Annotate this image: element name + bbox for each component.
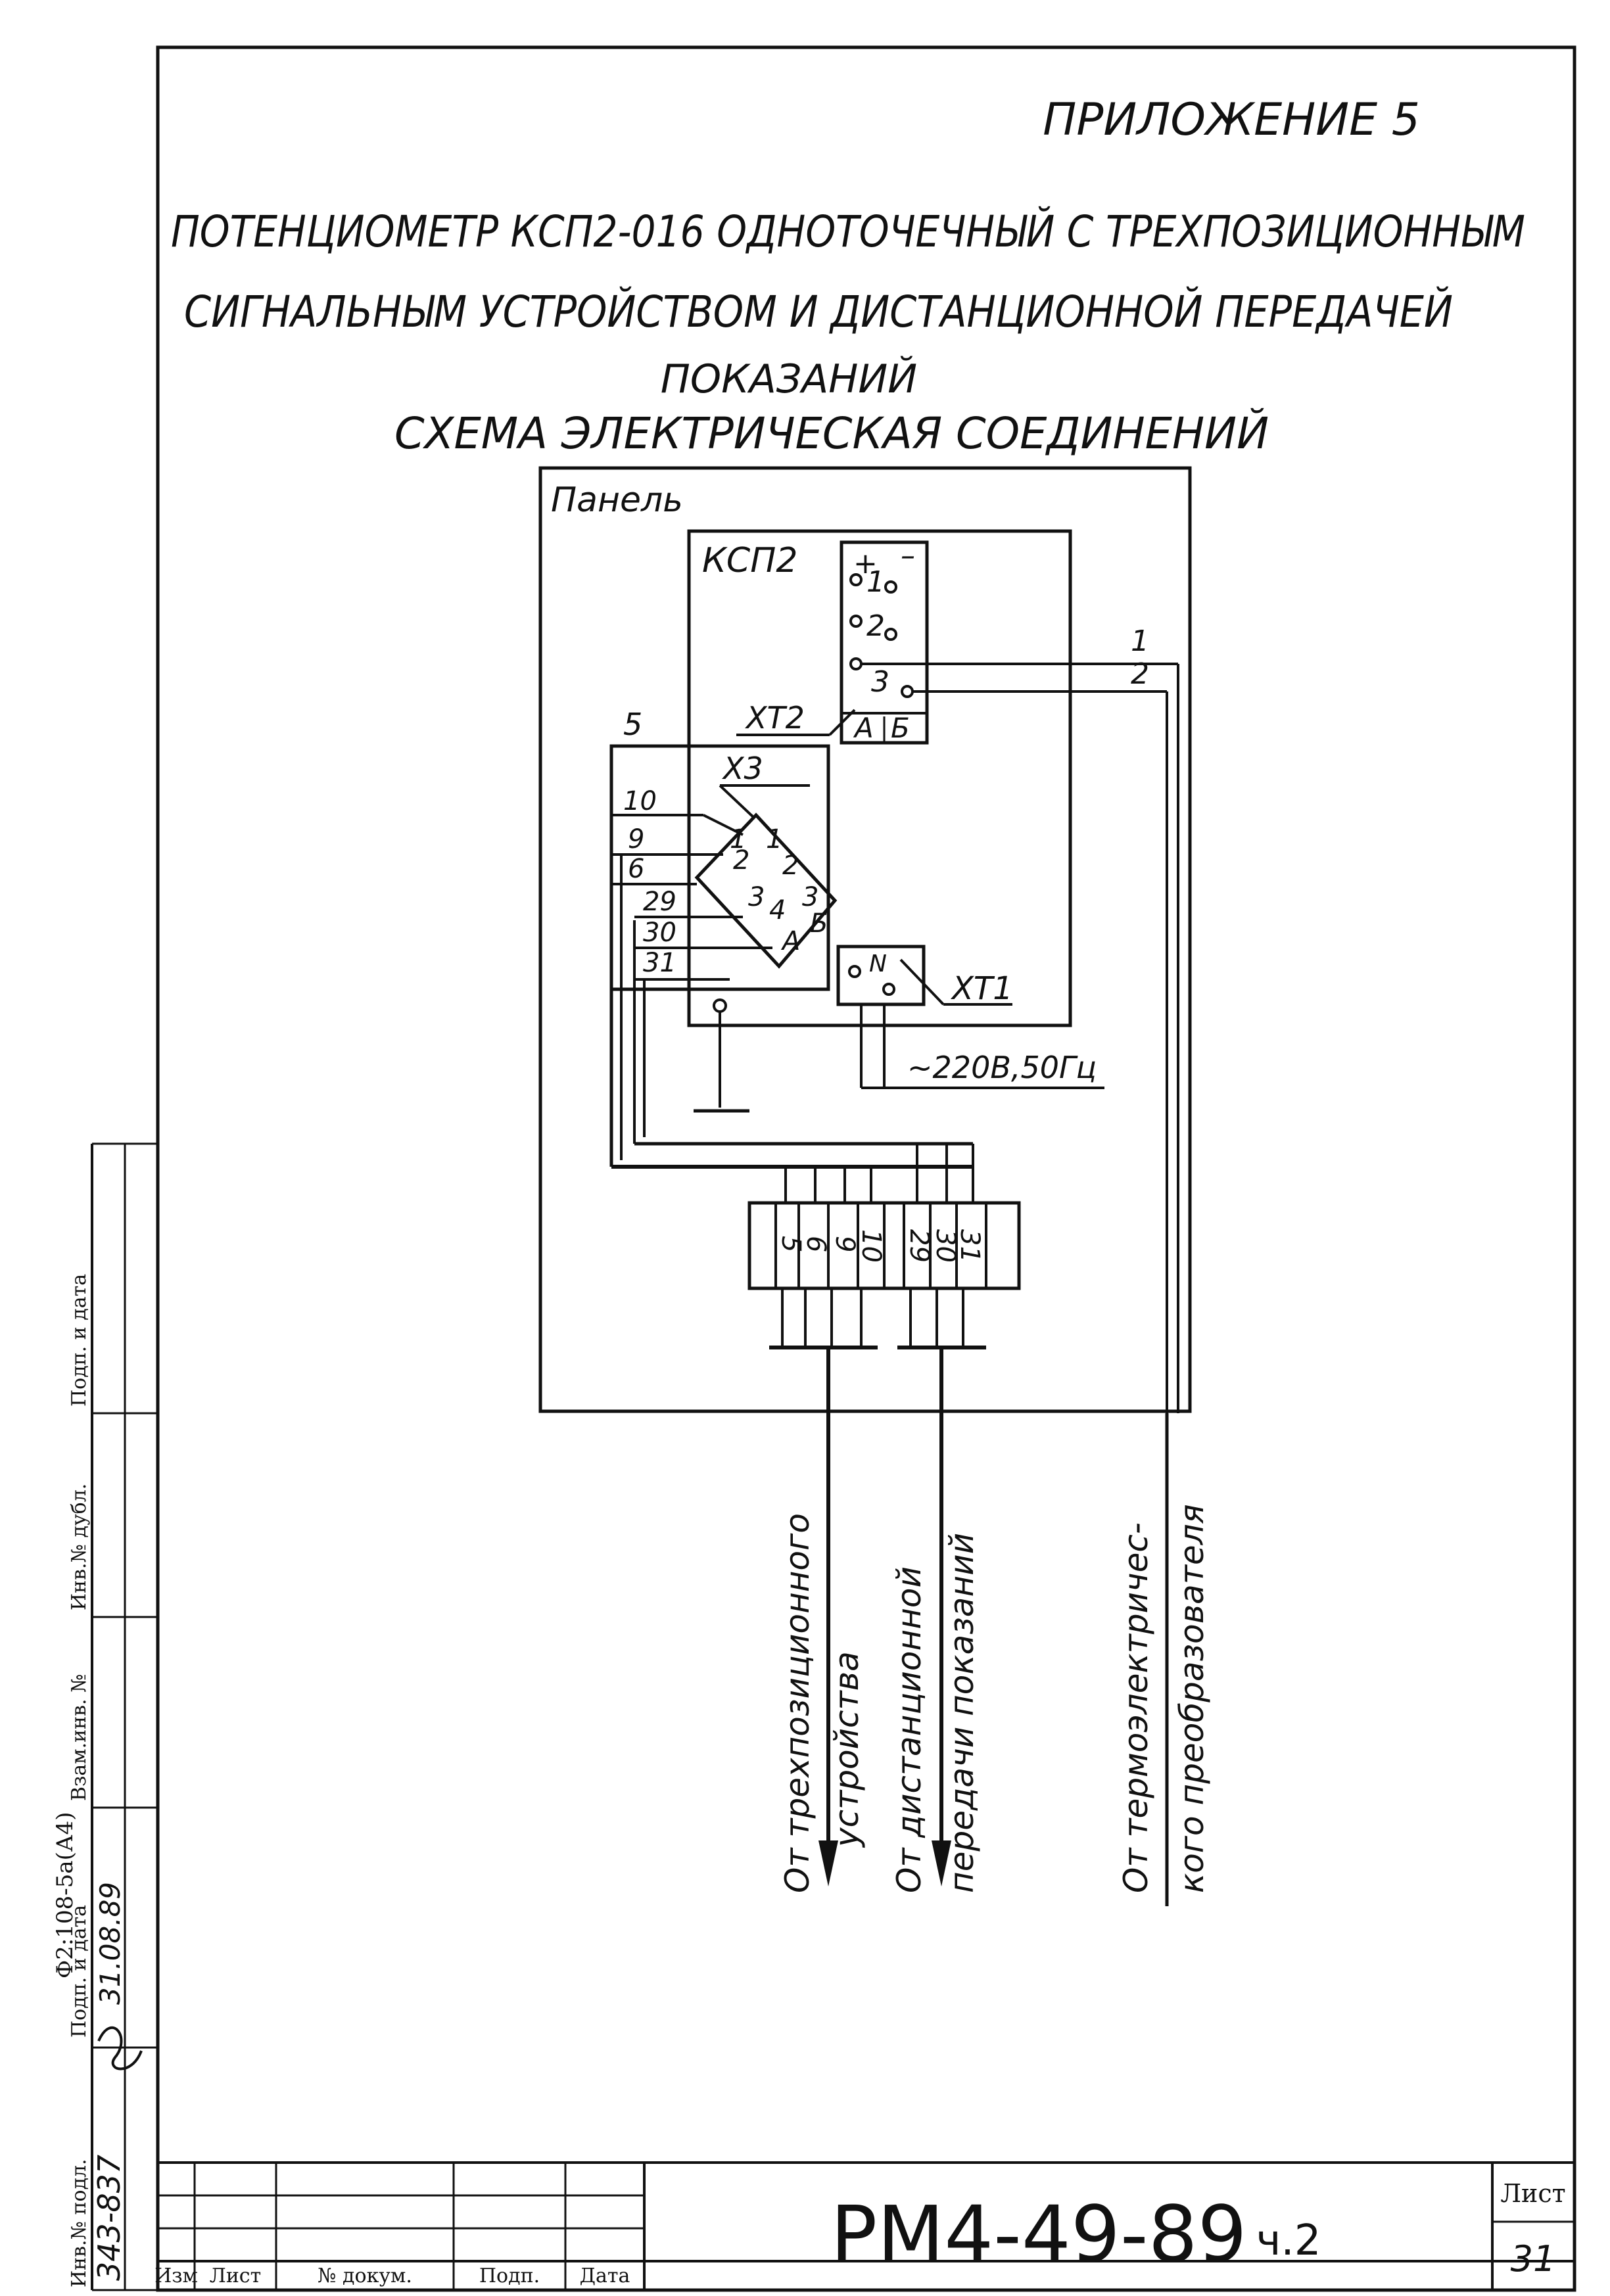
source-1-line-1: От трехпозиционного (778, 1513, 817, 1893)
terminal-number-2: 2 (866, 609, 885, 643)
harness-box: 5 (609, 707, 830, 991)
harness-wire-31: 31 (643, 948, 676, 978)
xt1-contact-n: N (869, 950, 887, 977)
source-2-line-1: От дистанционной (890, 1566, 928, 1893)
terminal-strip: + – 1 2 3 А Б (840, 539, 929, 745)
source-3-line-2: кого преобразователя (1173, 1504, 1211, 1893)
block-terminal-30: 30 (930, 1229, 960, 1263)
field-podp-data-1: Подп. и дата (68, 1905, 91, 2038)
wire-label-2: 2 (1131, 657, 1149, 691)
thermocouple-wires: 1 2 (861, 624, 1179, 1906)
ground-symbol (694, 998, 749, 1113)
terminal-number-1: 1 (866, 565, 885, 599)
sheet-frame (91, 45, 1576, 2292)
block-terminal-10: 10 (856, 1229, 886, 1263)
x3-pin-b: Б (810, 908, 828, 939)
panel: Панель (538, 466, 1192, 1413)
harness-trunk (609, 855, 974, 1203)
title-line-1: ПОТЕНЦИОМЕТР КСП2-016 ОДНОТОЧЕЧНЫЙ С ТРЕ… (171, 206, 1525, 257)
side-stamp: Ф2:108-5а(А4) Инв.№ подл. Подп. и дата В… (52, 1144, 158, 2291)
stamp-col-sign: Подп. (479, 2264, 540, 2287)
x3-pin-r1: 1 (766, 824, 782, 855)
signature-mark (97, 2026, 143, 2071)
panel-label: Панель (551, 480, 683, 520)
field-inv-podl: Инв.№ подл. (68, 2159, 91, 2287)
x3-pin-2: 2 (733, 845, 749, 876)
ksp2-label: КСП2 (702, 541, 797, 580)
harness-wire-10: 10 (623, 786, 657, 816)
harness-wires: 10 9 6 29 30 31 (611, 786, 772, 981)
source-1-line-2: устройства (828, 1651, 866, 1848)
power-label: ~220В,50Гц (907, 1050, 1097, 1085)
harness-wire-9: 9 (628, 824, 644, 855)
doc-number: РМ4-49-89 (830, 2189, 1247, 2280)
title-block: Изм Лист № докум. Подп. Дата РМ4-49-89 ч… (154, 2161, 1574, 2290)
block-terminal-29: 29 (904, 1229, 934, 1263)
stamp-col-list: Лист (210, 2264, 261, 2287)
subtitle: СХЕМА ЭЛЕКТРИЧЕСКАЯ СОЕДИНЕНИЙ (394, 408, 1269, 459)
field-podp-data-2: Подп. и дата (68, 1274, 91, 1407)
xt2-contact-b: Б (891, 712, 910, 744)
harness-wire-6: 6 (628, 854, 644, 884)
block-terminal-31: 31 (955, 1229, 985, 1263)
terminal-minus: – (901, 539, 915, 573)
block-terminal-6: 6 (801, 1236, 831, 1252)
x3-pin-4: 4 (769, 895, 786, 925)
xt2-label: ХТ2 (745, 700, 805, 736)
date-value: 31.08.89 (94, 1882, 126, 2005)
xt1-label: ХТ1 (950, 970, 1013, 1007)
terminal-block: 5 6 9 10 29 30 31 (747, 1201, 1021, 1290)
title-line-3: ПОКАЗАНИЙ (661, 356, 917, 402)
xt2-contact-a: А (853, 712, 874, 744)
block-terminal-5: 5 (776, 1236, 806, 1252)
x3-pin-r2: 2 (782, 851, 799, 881)
field-vzam-inv: Взам.инв. № (68, 1674, 91, 1801)
x3-pin-3: 3 (748, 882, 765, 912)
x3-pin-a: А (780, 926, 800, 956)
appendix-label: ПРИЛОЖЕНИЕ 5 (1043, 94, 1420, 146)
sheet-number: 31 (1511, 2238, 1556, 2280)
wire-label-1: 1 (1131, 624, 1149, 658)
ksp2-device: КСП2 (687, 529, 1072, 1027)
source-2-line-2: передачи показаний (943, 1533, 981, 1893)
doc-part: ч.2 (1256, 2216, 1321, 2265)
stamp-col-doc: № докум. (318, 2264, 412, 2287)
title-line-2: СИГНАЛЬНЫМ УСТРОЙСТВОМ И ДИСТАНЦИОННОЙ П… (184, 286, 1453, 337)
harness-wire-29: 29 (643, 887, 676, 917)
block-terminal-9: 9 (830, 1236, 860, 1252)
sheet-label: Лист (1500, 2179, 1565, 2208)
field-inv-dubl: Инв.№ дубл. (68, 1484, 91, 1610)
inv-value: 343-837 (91, 2155, 127, 2281)
x3-label: Х3 (722, 751, 763, 786)
output-cables (769, 1288, 986, 1886)
xt1-connector: N ХТ1 ~220В,50Гц (836, 945, 1104, 1089)
stamp-col-date: Дата (580, 2264, 630, 2287)
form-code: Ф2:108-5а(А4) (52, 1812, 78, 1979)
source-labels: От трехпозиционного устройства От дистан… (778, 1504, 1211, 1893)
stamp-col-izm: Изм (154, 2264, 198, 2287)
harness-wire-30: 30 (643, 918, 676, 948)
wire-label-5: 5 (623, 707, 642, 742)
source-3-line-1: От термоэлектричес- (1117, 1522, 1155, 1893)
terminal-number-3: 3 (871, 665, 889, 699)
x3-connector: Х3 1 2 3 4 А 1 2 3 Б (694, 751, 838, 969)
x3-pin-r3: 3 (802, 882, 818, 912)
